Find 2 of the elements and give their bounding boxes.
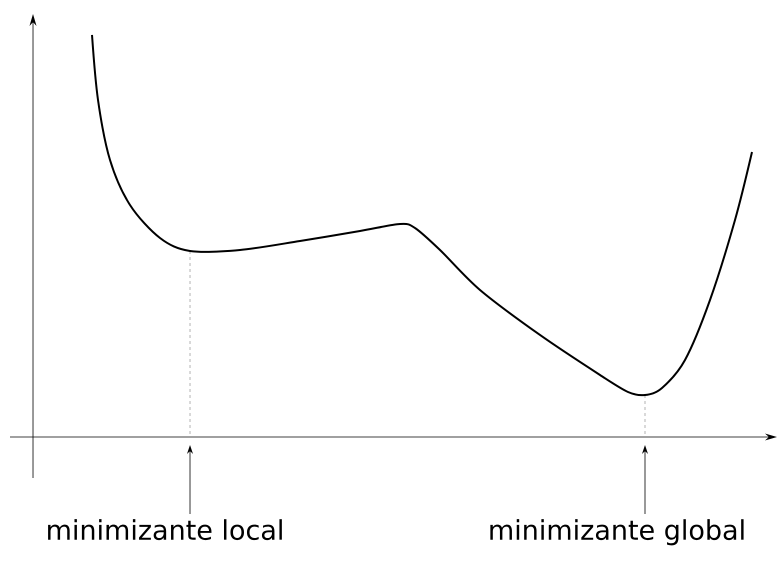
- axis-label: minimizante local: [48, 519, 282, 540]
- axis-label: minimizante global: [490, 519, 744, 546]
